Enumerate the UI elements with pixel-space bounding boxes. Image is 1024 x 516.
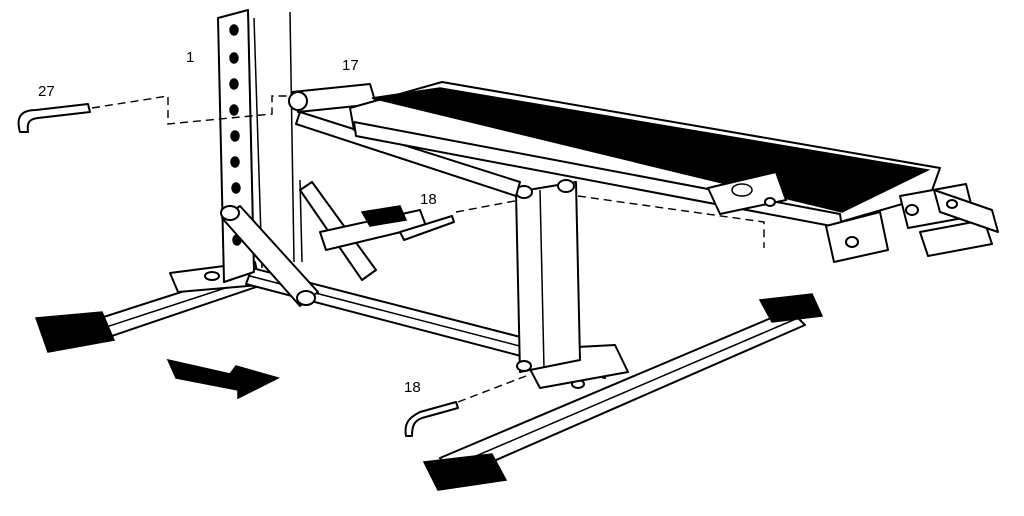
pin-18-lower — [404, 401, 459, 437]
seat-post — [515, 179, 581, 373]
callout-18-upper: 18 — [420, 191, 437, 208]
pin-27 — [17, 103, 91, 133]
seat-hinge-bracket — [707, 171, 787, 215]
callout-17: 17 — [342, 57, 359, 74]
callout-1: 1 — [186, 49, 194, 66]
pin-18-upper — [399, 215, 455, 241]
callout-27: 27 — [38, 83, 55, 100]
callout-18-lower: 18 — [404, 379, 421, 396]
seat-support-tube — [319, 205, 427, 251]
direction-arrow-icon — [166, 358, 281, 400]
rear-upright — [289, 11, 303, 263]
assembly-lines — [91, 95, 765, 403]
diagonal-brace-front — [220, 205, 319, 307]
seat-pad — [349, 81, 941, 229]
front-bracket-assembly — [825, 183, 999, 263]
